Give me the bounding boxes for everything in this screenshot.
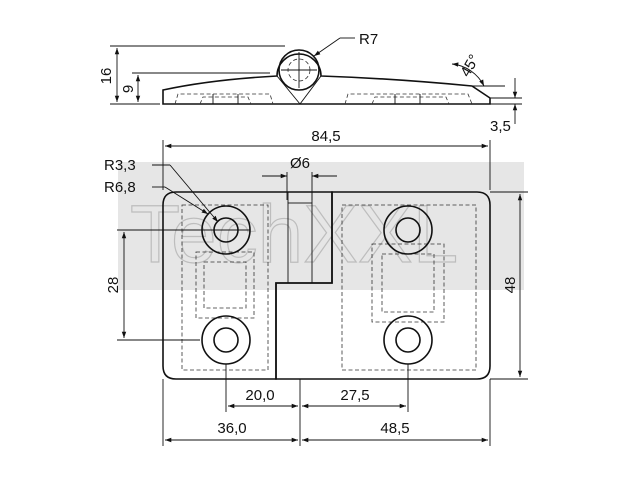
svg-text:28: 28 — [105, 277, 122, 294]
side-view — [162, 49, 491, 105]
svg-text:9: 9 — [120, 85, 137, 93]
svg-text:45°: 45° — [457, 52, 483, 80]
pin — [287, 202, 313, 284]
boss-bottom-right — [383, 315, 433, 365]
boss-bottom-left — [201, 315, 251, 365]
left-leaf — [162, 191, 333, 380]
right-leaf — [275, 191, 491, 380]
hole-bottom-right — [395, 327, 421, 353]
svg-text:16: 16 — [98, 68, 115, 85]
pin-barrel — [278, 49, 320, 91]
svg-text:36,0: 36,0 — [217, 420, 246, 437]
watermark-text: TechXXL — [130, 189, 458, 280]
svg-text:R6,8: R6,8 — [104, 179, 136, 196]
front-view — [162, 191, 491, 380]
dim-84-5: 84,5 — [162, 128, 491, 190]
svg-text:84,5: 84,5 — [311, 128, 340, 145]
svg-text:Ø6: Ø6 — [290, 155, 310, 172]
svg-text:R7: R7 — [359, 31, 378, 48]
dim-20-0: 20,0 — [228, 387, 298, 409]
dim-3-5: 3,5 — [490, 78, 522, 135]
svg-text:R3,3: R3,3 — [104, 157, 136, 174]
dim-27-5: 27,5 — [302, 387, 406, 409]
svg-text:48,5: 48,5 — [380, 420, 409, 437]
svg-text:27,5: 27,5 — [340, 387, 369, 404]
dim-pin-diameter: Ø6 — [262, 155, 337, 200]
dim-48-5: 48,5 — [302, 420, 488, 443]
svg-text:48: 48 — [502, 277, 519, 294]
dim-9: 9 — [120, 72, 270, 102]
dim-28: 28 — [105, 229, 250, 341]
dim-45deg: 45° — [451, 52, 505, 87]
boss-top-right — [383, 205, 433, 255]
svg-text:3,5: 3,5 — [490, 118, 511, 135]
dim-r7: R7 — [313, 31, 378, 57]
dim-36-0: 36,0 — [165, 420, 298, 443]
hole-top-right — [395, 217, 421, 243]
dim-48: 48 — [490, 191, 528, 380]
dim-16: 16 — [98, 45, 285, 105]
svg-text:20,0: 20,0 — [245, 387, 274, 404]
dim-hole-radii: R3,3 R6,8 — [104, 157, 219, 223]
hole-bottom-left — [213, 327, 239, 353]
